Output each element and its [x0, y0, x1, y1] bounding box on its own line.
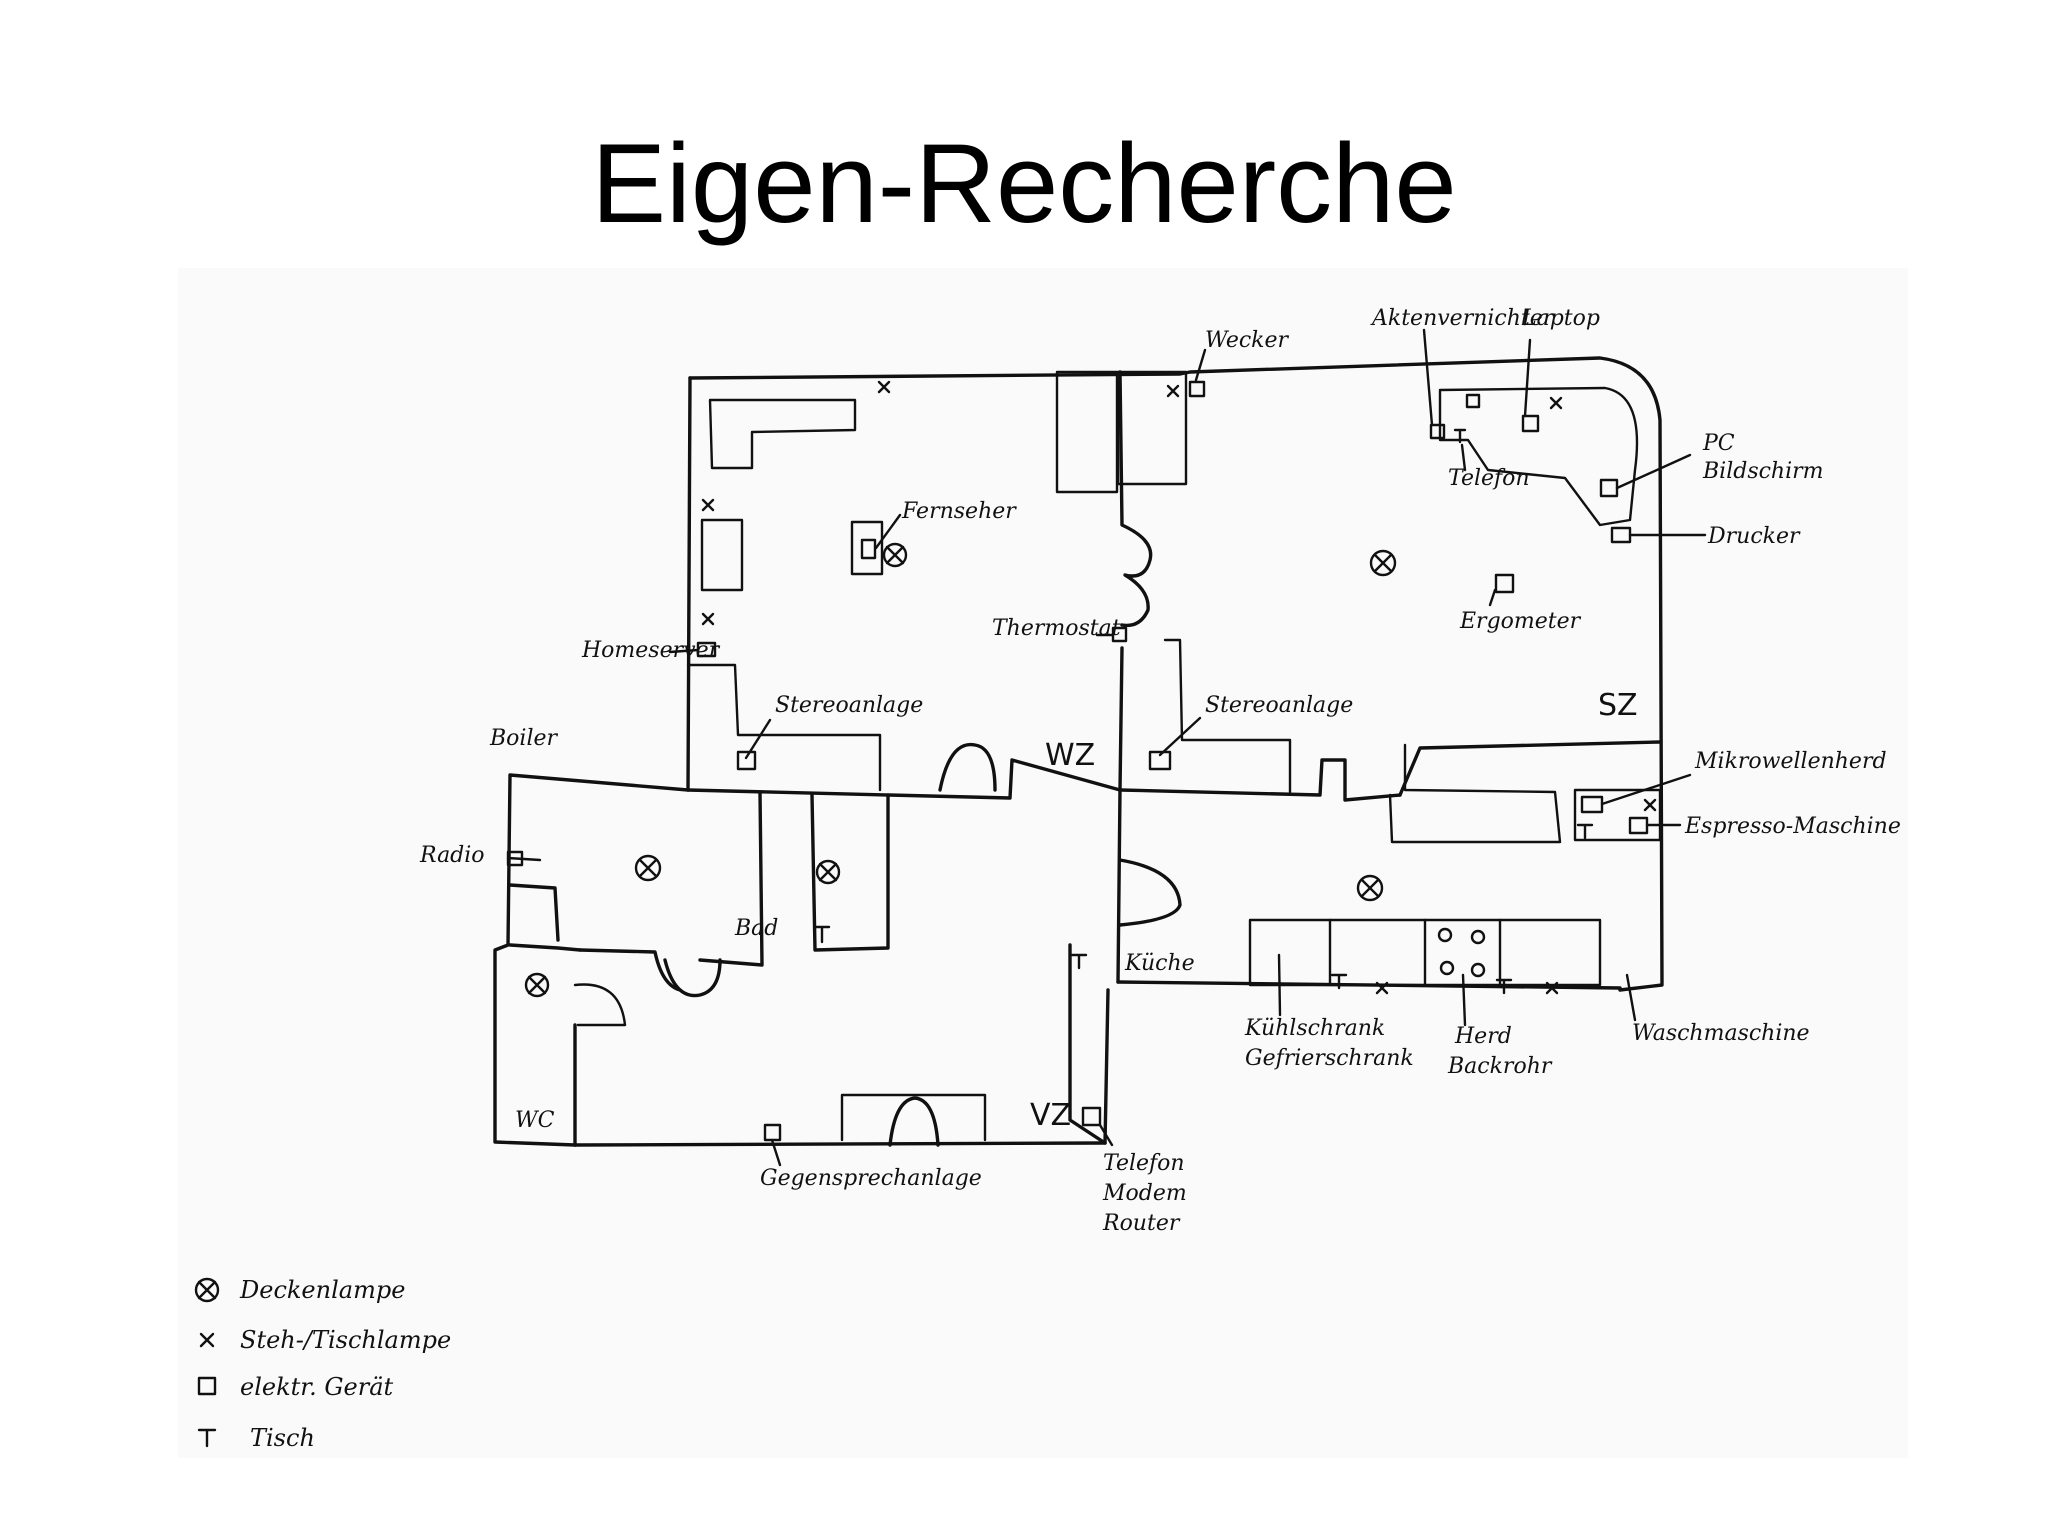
legend-electric-device-icon	[197, 1376, 217, 1396]
label-espresso-maschine: Espresso-Maschine	[1684, 814, 1901, 839]
room-label-sz: SZ	[1598, 688, 1638, 723]
room-label-kueche: Küche	[1124, 951, 1195, 976]
label-router: Router	[1102, 1211, 1181, 1236]
stove-icon	[1437, 927, 1486, 978]
label-laptop: Laptop	[1521, 306, 1600, 331]
legend: Deckenlampe Steh-/Tischlampe elektr. Ger…	[194, 1276, 451, 1452]
label-radio: Radio	[419, 843, 485, 868]
ceiling-lamp-icon	[882, 542, 908, 568]
room-label-wz: WZ	[1045, 738, 1095, 773]
label-drucker: Drucker	[1707, 524, 1801, 549]
legend-ceiling-lamp-icon	[194, 1277, 220, 1303]
room-label-wc: WC	[515, 1108, 555, 1133]
floor-lamp-icon	[701, 380, 1657, 995]
electric-device-icon	[506, 380, 1649, 1142]
legend-text-deckenlampe: Deckenlampe	[239, 1276, 405, 1304]
label-ergometer: Ergometer	[1459, 609, 1582, 634]
legend-table-icon	[197, 1428, 217, 1448]
outer-walls	[493, 356, 1664, 1147]
ceiling-lamp-icon	[1369, 549, 1397, 577]
label-bildschirm: Bildschirm	[1702, 459, 1824, 484]
furniture	[686, 370, 1662, 1142]
room-label-bad: Bad	[734, 916, 778, 941]
legend-text-elektr-geraet: elektr. Gerät	[240, 1373, 394, 1401]
ceiling-lamp-icon	[524, 972, 550, 998]
interior-walls	[508, 370, 1662, 1147]
label-gefrierschrank: Gefrierschrank	[1245, 1046, 1414, 1071]
table-icon	[813, 428, 1594, 995]
label-herd: Herd	[1454, 1024, 1512, 1049]
leader-lines	[506, 328, 1707, 1167]
floor-plan-sketch	[178, 268, 1908, 1458]
ceiling-lamp-icon	[815, 859, 841, 885]
label-stereoanlage-sz: Stereoanlage	[1205, 693, 1353, 718]
ceiling-lamp-icon	[634, 854, 662, 882]
label-fernseher: Fernseher	[901, 499, 1017, 524]
label-pc: PC	[1702, 431, 1735, 456]
label-telefon-sz: Telefon	[1448, 466, 1530, 491]
room-label-vz: VZ	[1030, 1098, 1071, 1133]
label-wecker: Wecker	[1205, 328, 1290, 353]
label-mikrowellenherd: Mikrowellenherd	[1694, 749, 1887, 774]
label-homeserver: Homeserver	[581, 638, 721, 663]
label-thermostat: Thermostat	[992, 616, 1121, 641]
label-waschmaschine: Waschmaschine	[1632, 1021, 1810, 1046]
legend-text-tisch: Tisch	[250, 1424, 315, 1452]
label-kuehlschrank: Kühlschrank	[1244, 1016, 1385, 1041]
label-aktenvernichter: Aktenvernichter	[1370, 306, 1555, 331]
ceiling-lamp-icon	[1356, 874, 1384, 902]
label-boiler: Boiler	[489, 726, 559, 751]
label-stereoanlage-wz: Stereoanlage	[775, 693, 923, 718]
label-telefon-vz: Telefon	[1103, 1151, 1185, 1176]
slide-title: Eigen-Recherche	[591, 121, 1457, 246]
label-backrohr: Backrohr	[1447, 1054, 1553, 1079]
label-gegensprechanlage: Gegensprechanlage	[760, 1166, 982, 1191]
legend-text-steh-tischlampe: Steh-/Tischlampe	[240, 1326, 451, 1354]
label-modem: Modem	[1102, 1181, 1187, 1206]
device-symbols	[506, 380, 1657, 1142]
legend-floor-lamp-icon	[199, 1332, 215, 1348]
